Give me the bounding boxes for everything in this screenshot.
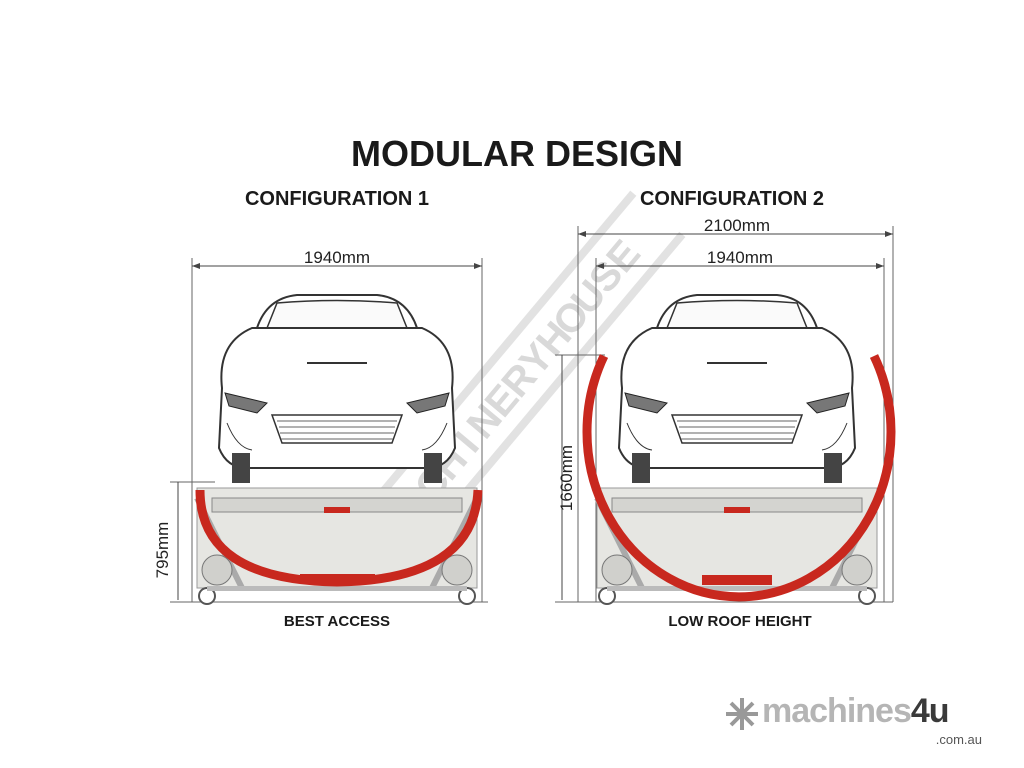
config1-width-label: 1940mm [303, 248, 371, 267]
config1-drawing [170, 258, 488, 604]
logo-text: machines [762, 692, 912, 730]
config2-outer-width-label: 2100mm [703, 216, 771, 235]
logo-domain: .com.au [935, 732, 982, 747]
page-title: MODULAR DESIGN [351, 133, 683, 174]
config2-width-label: 1940mm [706, 248, 774, 267]
config1-height-label: 795mm [153, 521, 172, 579]
snowflake-icon [726, 698, 758, 730]
config2-height-label: 1660mm [557, 444, 576, 512]
logo-accent: 4u [910, 692, 950, 730]
config2-caption: LOW ROOF HEIGHT [668, 613, 812, 630]
config2-heading: CONFIGURATION 2 [639, 188, 825, 210]
config2-drawing [555, 226, 896, 604]
config1-heading: CONFIGURATION 1 [244, 188, 430, 210]
config1-caption: BEST ACCESS [283, 613, 391, 630]
